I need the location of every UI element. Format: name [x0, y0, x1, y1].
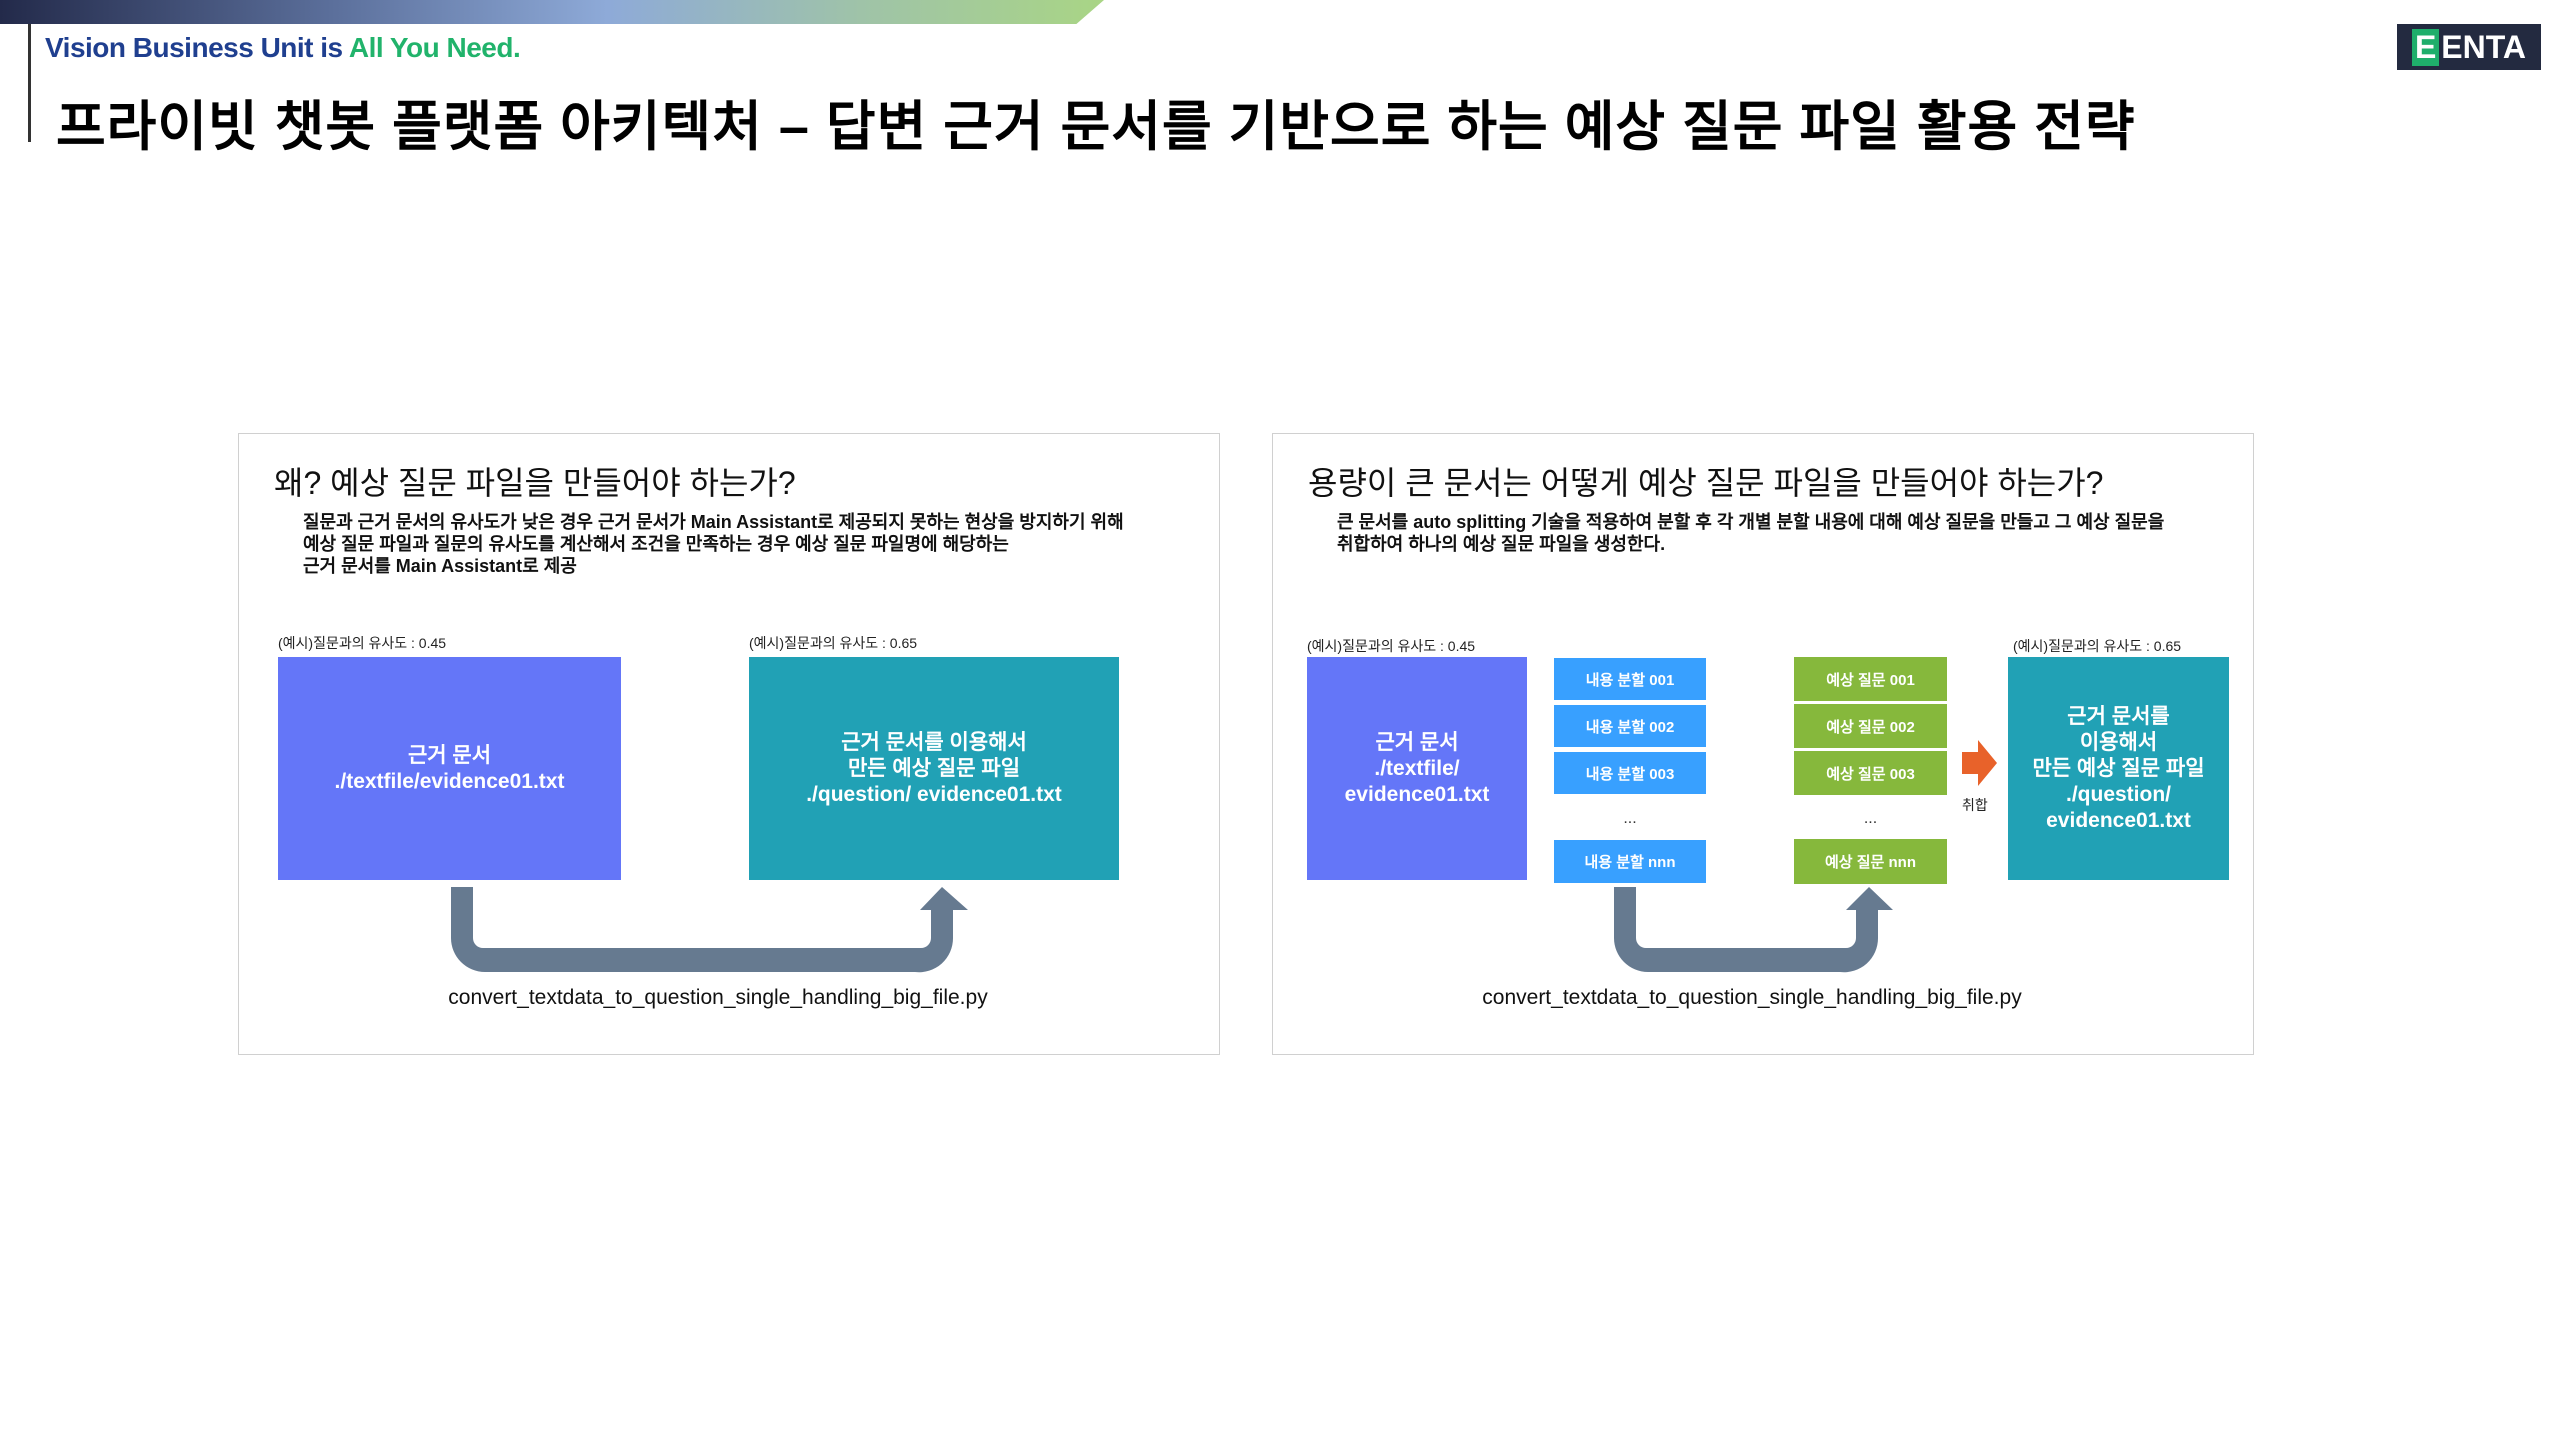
- similarity-label-source: (예시)질문과의 유사도 : 0.45: [1307, 638, 1476, 654]
- box-line: ./question/: [2066, 782, 2171, 806]
- body-line: 취합하여 하나의 예상 질문 파일을 생성한다.: [1337, 534, 1666, 554]
- header-accent-line: [28, 24, 31, 142]
- similarity-label-source: (예시)질문과의 유사도 : 0.45: [278, 635, 447, 651]
- body-line: 큰 문서를 auto splitting 기술을 적용하여 분할 후 각 개별 …: [1337, 512, 2165, 532]
- split-chunk-box: 내용 분할 003: [1554, 752, 1706, 794]
- split-chunk-box: 내용 분할 001: [1554, 658, 1706, 700]
- box-line: ./question/ evidence01.txt: [806, 782, 1062, 806]
- split-chunk-box: 내용 분할 nnn: [1554, 840, 1706, 883]
- source-document-box: 근거 문서 ./textfile/evidence01.txt: [278, 657, 621, 880]
- left-panel-heading: 왜? 예상 질문 파일을 만들어야 하는가?: [274, 465, 796, 501]
- flow-u-arrow-icon: [1614, 887, 1893, 973]
- box-line: 이용해서: [2079, 730, 2158, 754]
- expected-question-box: 예상 질문 002: [1794, 704, 1947, 748]
- body-line: 근거 문서를 Main Assistant로 제공: [303, 556, 577, 576]
- box-line: 근거 문서를: [2067, 704, 2170, 728]
- source-document-box: 근거 문서 ./textfile/ evidence01.txt: [1307, 657, 1527, 880]
- flow-u-arrow-icon: [451, 887, 968, 973]
- right-panel-heading: 용량이 큰 문서는 어떻게 예상 질문 파일을 만들어야 하는가?: [1308, 465, 2104, 501]
- expected-question-box: 예상 질문 003: [1794, 751, 1947, 795]
- box-line: ./textfile/: [1374, 756, 1460, 780]
- box-line: 만든 예상 질문 파일: [847, 756, 1021, 780]
- box-line: 만든 예상 질문 파일: [2032, 756, 2205, 780]
- header-gradient-bar: [0, 0, 1104, 24]
- body-line: 질문과 근거 문서의 유사도가 낮은 경우 근거 문서가 Main Assist…: [303, 512, 1124, 532]
- expected-question-box: 예상 질문 001: [1794, 657, 1947, 701]
- split-chunk-box: 내용 분할 002: [1554, 705, 1706, 747]
- box-line: evidence01.txt: [1344, 782, 1490, 806]
- box-line: 근거 문서: [1375, 730, 1459, 754]
- box-line: evidence01.txt: [2046, 808, 2191, 832]
- script-caption: convert_textdata_to_question_single_hand…: [1482, 986, 2022, 1009]
- merge-label: 취합: [1962, 797, 1988, 813]
- tagline: Vision Business Unit is All You Need.: [45, 32, 521, 63]
- left-panel-body: 질문과 근거 문서의 유사도가 낮은 경우 근거 문서가 Main Assist…: [303, 511, 1124, 577]
- box-line: 근거 문서: [407, 743, 492, 767]
- box-line: 근거 문서를 이용해서: [841, 730, 1027, 754]
- expected-question-box: 예상 질문 nnn: [1794, 839, 1947, 884]
- question-ellipsis: ...: [1863, 810, 1878, 827]
- split-ellipsis: ...: [1623, 810, 1637, 827]
- question-file-box: 근거 문서를 이용해서 만든 예상 질문 파일 ./question/ evid…: [2008, 657, 2229, 880]
- right-panel-body: 큰 문서를 auto splitting 기술을 적용하여 분할 후 각 개별 …: [1337, 511, 2164, 555]
- body-line: 예상 질문 파일과 질문의 유사도를 계산해서 조건을 만족하는 경우 예상 질…: [303, 534, 1009, 554]
- page-title: 프라이빗 챗봇 플랫폼 아키텍처 – 답변 근거 문서를 기반으로 하는 예상 …: [56, 97, 2136, 157]
- box-line: ./textfile/evidence01.txt: [334, 769, 565, 793]
- question-file-box: 근거 문서를 이용해서 만든 예상 질문 파일 ./question/ evid…: [749, 657, 1119, 880]
- similarity-label-question: (예시)질문과의 유사도 : 0.65: [749, 635, 918, 651]
- similarity-label-question: (예시)질문과의 유사도 : 0.65: [2013, 638, 2182, 654]
- merge-arrow-icon: [1962, 740, 1997, 786]
- script-caption: convert_textdata_to_question_single_hand…: [448, 986, 988, 1009]
